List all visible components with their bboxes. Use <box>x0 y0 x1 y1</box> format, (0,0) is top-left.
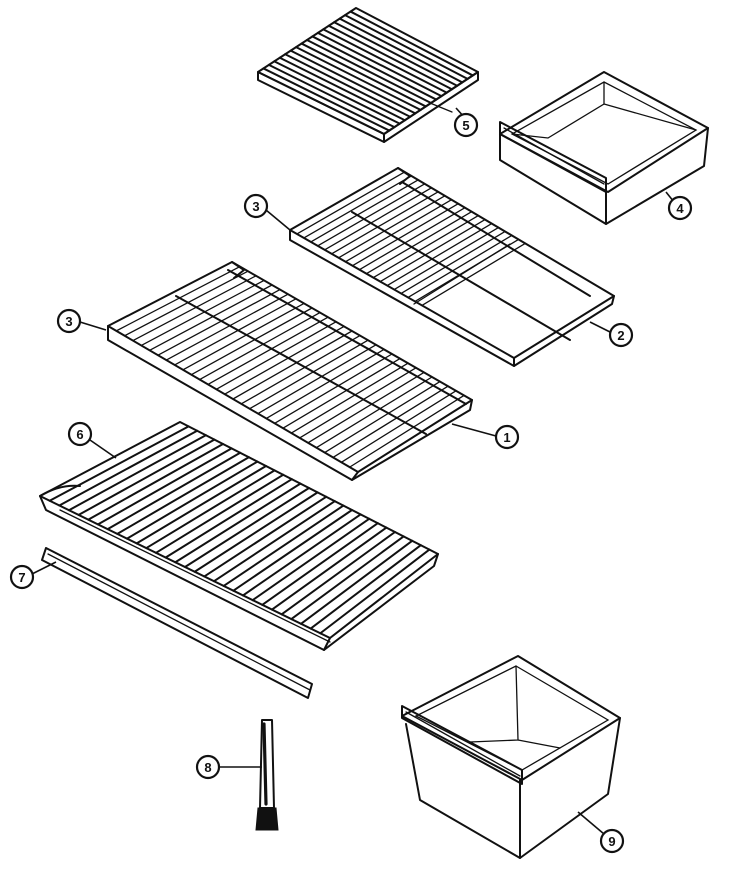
callout-2: 2 <box>589 321 634 348</box>
callout-9: 9 <box>577 811 625 854</box>
callout-3-lower-label: 3 <box>65 314 72 329</box>
part-6-crisper-cover <box>39 421 439 651</box>
part-1-wire-shelf <box>107 261 473 481</box>
callout-4-label: 4 <box>676 201 684 216</box>
callout-1-label: 1 <box>503 430 510 445</box>
part-2-wires <box>296 171 526 307</box>
callout-8-label: 8 <box>204 760 211 775</box>
callout-4: 4 <box>665 191 693 221</box>
callouts: 5 4 3 2 3 1 <box>9 107 693 854</box>
part-6-slats <box>48 425 431 635</box>
part-5-slats <box>262 10 474 132</box>
part-1-wires <box>115 265 465 468</box>
part-7-trim-strip <box>41 547 313 699</box>
part-9-large-crisper <box>401 655 621 859</box>
callout-3-upper: 3 <box>243 193 291 231</box>
callout-3-lower: 3 <box>56 308 107 334</box>
part-4-small-crisper <box>499 71 709 225</box>
callout-2-label: 2 <box>617 328 624 343</box>
callout-7-label: 7 <box>18 570 25 585</box>
part-2-wire-shelf <box>289 167 615 367</box>
callout-7: 7 <box>9 561 57 590</box>
callout-9-label: 9 <box>608 834 615 849</box>
callout-1: 1 <box>451 423 520 450</box>
part-8-rod <box>255 719 279 831</box>
callout-6: 6 <box>67 421 117 459</box>
callout-5-label: 5 <box>462 118 469 133</box>
callout-3-upper-label: 3 <box>252 199 259 214</box>
callout-5: 5 <box>453 107 479 138</box>
callout-8: 8 <box>195 754 262 780</box>
part-5-small-shelf <box>257 7 479 143</box>
callout-6-label: 6 <box>76 427 83 442</box>
